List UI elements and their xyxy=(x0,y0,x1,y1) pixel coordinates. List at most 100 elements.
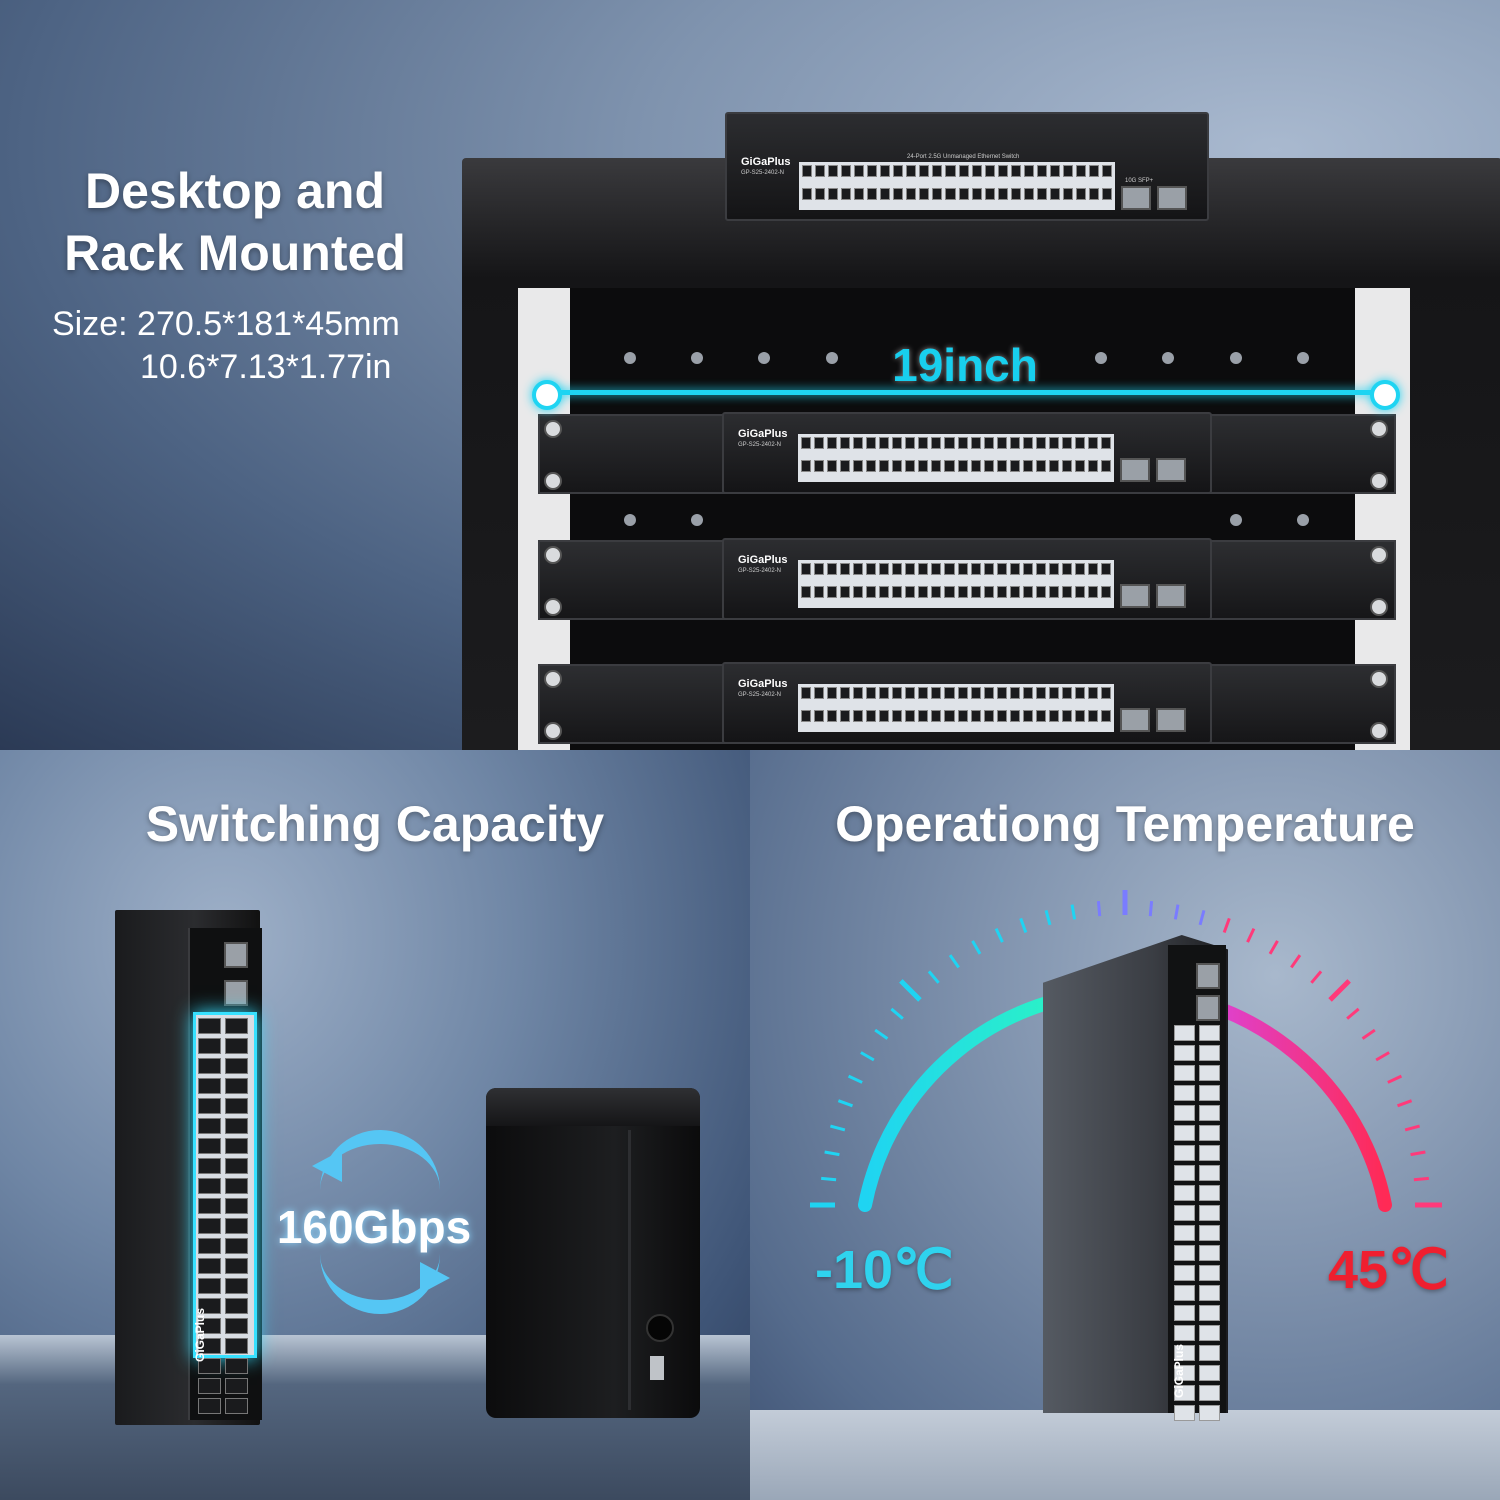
gauge-tick xyxy=(1396,1099,1413,1108)
rack-hole xyxy=(1095,352,1107,364)
port-block xyxy=(798,684,1114,732)
usb-port-icon xyxy=(650,1356,664,1380)
gauge-tick xyxy=(830,1124,846,1132)
sfp-port xyxy=(224,942,248,968)
sfp-port xyxy=(1156,458,1186,482)
gauge-tick xyxy=(821,1176,837,1182)
nas-top xyxy=(486,1088,700,1126)
size-in: 10.6*7.13*1.77in xyxy=(140,348,392,386)
sfp-port xyxy=(1157,186,1187,210)
gauge-tick xyxy=(1246,927,1256,943)
sfp-label: 10G SFP+ xyxy=(1125,178,1154,184)
nas-divider xyxy=(628,1130,631,1410)
gauge-tick xyxy=(874,1028,889,1040)
gauge-tick xyxy=(1222,917,1231,934)
gauge-tick xyxy=(837,1099,854,1108)
size-mm: Size: 270.5*181*45mm xyxy=(52,305,400,343)
gauge-tick xyxy=(1148,901,1154,917)
gauge-tick xyxy=(1044,910,1052,926)
gauge-tick xyxy=(971,940,982,955)
switch-model: GP-S25-2402-N xyxy=(738,568,782,574)
rack-switch-1: GiGaPlus GP-S25-2402-N xyxy=(722,412,1212,494)
measure-end-right xyxy=(1370,380,1400,410)
gauge-tick xyxy=(1361,1028,1376,1040)
sfp-port xyxy=(1196,995,1220,1021)
sfp-port xyxy=(1196,963,1220,989)
gauge-ticks xyxy=(810,890,1442,1208)
gauge-tick xyxy=(1387,1074,1403,1084)
rack-ear-right xyxy=(1208,664,1396,744)
rack-ear-left xyxy=(538,540,727,620)
standing-port-grid xyxy=(1174,1025,1220,1421)
switch-model: GP-S25-2402-N xyxy=(738,692,782,698)
standing-switch-brand: GiGaPlus xyxy=(1172,1343,1186,1398)
switch-model: GP-S25-2402-N xyxy=(738,442,782,448)
screw xyxy=(1370,472,1388,490)
rack-title-line2: Rack Mounted xyxy=(64,225,406,281)
gauge-tick xyxy=(890,1007,904,1020)
rack-title: Desktop and Rack Mounted xyxy=(30,160,440,284)
screw xyxy=(544,722,562,740)
screw xyxy=(1370,598,1388,616)
vertical-switch-brand: GiGaPlus xyxy=(193,1307,207,1362)
gauge-tick xyxy=(1070,904,1077,920)
screw xyxy=(544,546,562,564)
switch-model: GP-S25-2402-N xyxy=(741,170,785,176)
arrowhead-left-icon xyxy=(312,1150,342,1182)
sfp-port xyxy=(224,980,248,1006)
temperature-title: Operationg Temperature xyxy=(835,796,1415,852)
port-block xyxy=(798,560,1114,608)
switching-capacity-value: 160Gbps xyxy=(276,1201,472,1253)
gauge-tick xyxy=(1346,1007,1360,1020)
width-measure-line xyxy=(546,390,1384,395)
gauge-tick xyxy=(1290,954,1302,969)
gauge-tick xyxy=(1198,910,1206,926)
rack-ear-right xyxy=(1208,540,1396,620)
switch-brand: GiGaPlus xyxy=(738,428,788,440)
power-button-icon xyxy=(646,1314,674,1342)
gauge-tick xyxy=(1404,1124,1420,1132)
desktop-switch: GiGaPlus GP-S25-2402-N 24-Port 2.5G Unma… xyxy=(725,112,1209,221)
gauge-tick xyxy=(1375,1051,1390,1062)
screw xyxy=(1370,722,1388,740)
temperature-min: -10℃ xyxy=(815,1240,954,1300)
rack-hole xyxy=(1297,352,1309,364)
sfp-port xyxy=(1120,458,1150,482)
sfp-port xyxy=(1156,708,1186,732)
port-block xyxy=(798,434,1114,482)
floor-surface xyxy=(750,1410,1500,1500)
gauge-tick xyxy=(1413,1176,1429,1182)
sfp-port xyxy=(1120,584,1150,608)
sfp-port xyxy=(1121,186,1151,210)
gauge-tick xyxy=(847,1074,863,1084)
rack-hole xyxy=(691,514,703,526)
gauge-tick xyxy=(824,1150,840,1157)
screw xyxy=(544,598,562,616)
gauge-tick xyxy=(1268,940,1279,955)
rack-switch-3: GiGaPlus GP-S25-2402-N xyxy=(722,662,1212,744)
temperature-max: 45℃ xyxy=(1328,1240,1449,1300)
gauge-tick xyxy=(1328,979,1351,1002)
gauge-tick xyxy=(1096,901,1102,917)
rack-ear-left xyxy=(538,664,727,744)
rack-ear-right xyxy=(1208,414,1396,494)
screw xyxy=(544,420,562,438)
port-block xyxy=(799,162,1115,210)
screw xyxy=(1370,420,1388,438)
gauge-tick xyxy=(1019,917,1028,934)
rack-hole xyxy=(1297,514,1309,526)
screw xyxy=(544,472,562,490)
rack-hole xyxy=(691,352,703,364)
sfp-port xyxy=(1120,708,1150,732)
rack-hole xyxy=(1230,514,1242,526)
rack-hole xyxy=(1230,352,1242,364)
arrowhead-right-icon xyxy=(420,1262,450,1294)
switch-brand: GiGaPlus xyxy=(741,156,791,168)
sfp-port xyxy=(1156,584,1186,608)
gauge-tick xyxy=(1410,1150,1426,1157)
rack-hole xyxy=(624,352,636,364)
gauge-tick xyxy=(994,927,1004,943)
screw xyxy=(544,670,562,688)
switch-brand: GiGaPlus xyxy=(738,554,788,566)
